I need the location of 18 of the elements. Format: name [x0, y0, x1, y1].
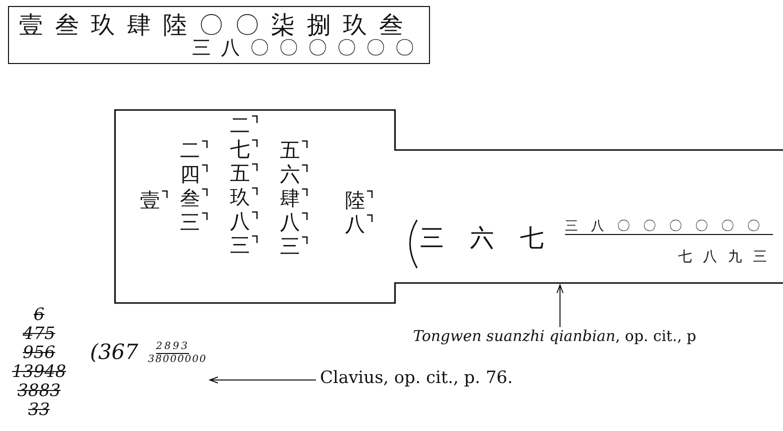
handwritten-digits: 6 475 956 13948 3883 33 — [10, 306, 68, 420]
arrow — [556, 284, 564, 328]
numeral-column: 壹 — [140, 188, 160, 212]
fraction-numerator: 2893 — [156, 342, 190, 354]
source-note: Clavius, op. cit., p. 76. — [320, 370, 513, 387]
source-note: Tongwen suanzhi qianbian, op. cit., p — [413, 329, 696, 344]
numeral-column: 二四叁三 — [180, 138, 200, 234]
calculation-box — [8, 6, 430, 64]
numeral-column: 陸八 — [345, 188, 365, 236]
numeral-row: 壹叁玖肆陸〇〇柒捌玖叁 — [19, 13, 415, 37]
numeral-column: 五六肆八三 — [280, 138, 300, 258]
fraction-numerals: 七八九三 — [678, 250, 778, 264]
fraction-numerals: 三八〇〇〇〇〇〇 — [565, 220, 773, 235]
fraction-denominator: 38000000 — [148, 355, 207, 365]
numeral-row: 三八〇〇〇〇〇〇 — [192, 39, 424, 58]
arrow — [209, 376, 316, 384]
numeral-column: 二七五玖八三 — [230, 113, 250, 257]
handwritten-quotient: (367 — [90, 342, 138, 363]
